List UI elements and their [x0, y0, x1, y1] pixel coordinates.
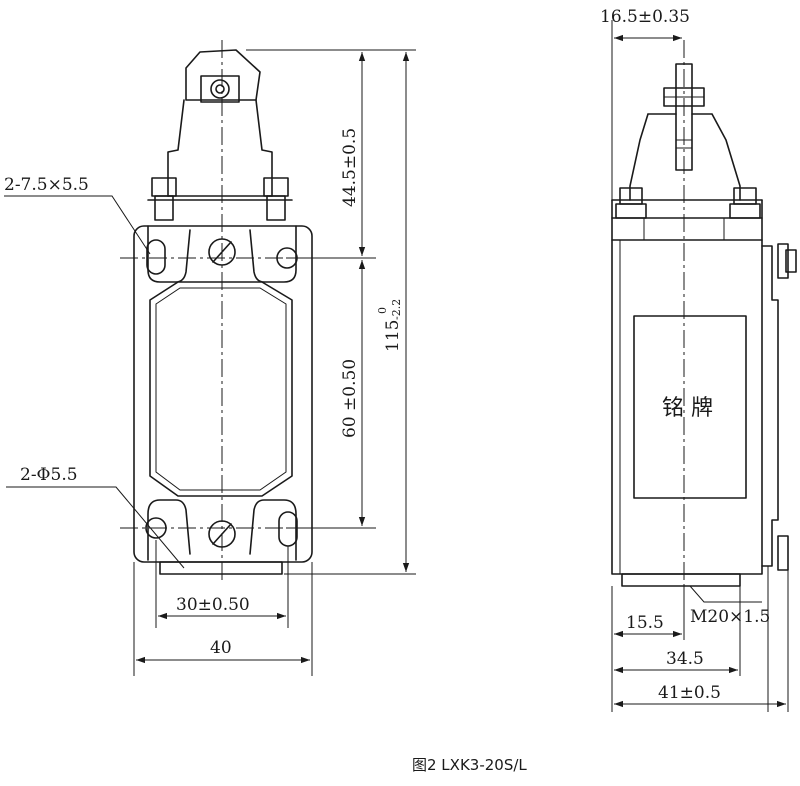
- side-body: [611, 239, 763, 575]
- dim-overall-height-tol-upper: 0: [376, 307, 389, 314]
- slot-holes-label: 2-7.5×5.5: [4, 175, 89, 195]
- dim-overall-height-tol-lower: -2.2: [390, 299, 403, 320]
- figure-caption: 图2 LXK3-20S/L: [412, 756, 527, 774]
- dim-overall-height-group: 115 0 -2.2: [376, 299, 403, 352]
- side-base: [621, 573, 741, 587]
- dim-overall-height: 115: [383, 320, 403, 352]
- dim-hole-spacing-vertical: 60 ±0.50: [340, 359, 360, 438]
- side-head-housing: [629, 113, 741, 201]
- side-cover: [761, 245, 779, 567]
- side-terminal-right: [733, 187, 757, 205]
- terminal-screw-left: [151, 177, 177, 197]
- bottom-flange: [147, 499, 297, 561]
- side-view: 铭 牌 16.5±0.35 M20×1.5 15.5 34.5 41±0.5: [600, 7, 797, 712]
- thread-label: M20×1.5: [690, 607, 770, 627]
- top-flange: [147, 225, 297, 283]
- actuator-neck: [167, 99, 273, 197]
- roller-inner-circle: [215, 84, 225, 94]
- dim-15-5: 15.5: [626, 613, 664, 633]
- dim-top-offset: 16.5±0.35: [600, 7, 690, 27]
- terminal-screw-right: [263, 177, 289, 197]
- inner-window: [149, 281, 293, 497]
- roller-outer-circle: [210, 79, 230, 99]
- slot-hole-top-left: [146, 239, 166, 275]
- roller-block: [200, 75, 240, 103]
- round-holes-label: 2-Φ5.5: [20, 465, 78, 485]
- dim-41: 41±0.5: [658, 683, 721, 703]
- dim-top-section: 44.5±0.5: [340, 128, 360, 207]
- base-plate: [159, 561, 283, 575]
- nameplate-label: 铭 牌: [662, 396, 713, 421]
- dim-hole-spacing-horizontal: 30±0.50: [176, 595, 250, 615]
- dim-34-5: 34.5: [666, 649, 704, 669]
- front-view: 2-7.5×5.5 2-Φ5.5 44.5±0.5 60 ±0.50 115 0…: [4, 40, 416, 676]
- dim-overall-width: 40: [210, 638, 232, 658]
- nameplate-box: [633, 315, 747, 499]
- side-terminal-left: [619, 187, 643, 205]
